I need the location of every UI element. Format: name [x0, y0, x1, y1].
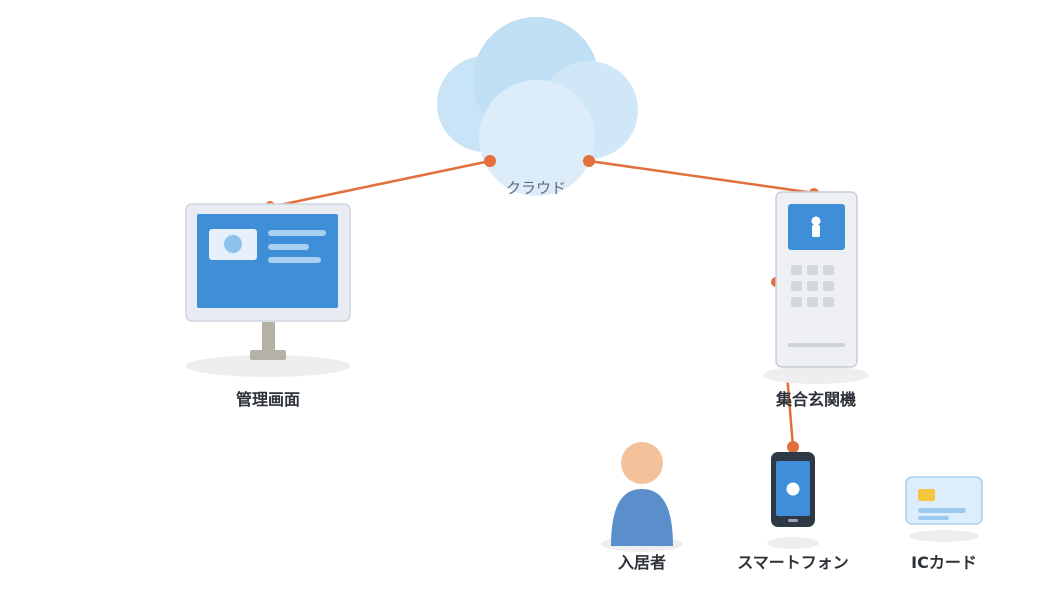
ic-card-icon: [905, 476, 983, 542]
person-icon: [601, 442, 683, 552]
smartphone-icon: [767, 452, 819, 549]
connector-dot: [787, 441, 799, 453]
connectors: [269, 159, 815, 448]
admin-screen-label: 管理画面: [235, 390, 301, 409]
intercom-panel-icon: [763, 191, 869, 384]
cloud-label: クラウド: [505, 179, 567, 197]
smartphone-label: スマートフォン: [737, 553, 849, 572]
keypad: [791, 265, 834, 307]
connector-cloud-admin: [269, 159, 491, 209]
intercom-label: 集合玄関機: [775, 390, 857, 409]
connector-dot: [583, 155, 595, 167]
resident-label: 入居者: [617, 553, 667, 572]
connector-cloud-intercom: [588, 159, 815, 195]
connector-dot: [484, 155, 496, 167]
monitor-icon: [185, 203, 351, 377]
cloud-icon: [437, 17, 638, 196]
ic-card-label: ICカード: [911, 553, 977, 572]
